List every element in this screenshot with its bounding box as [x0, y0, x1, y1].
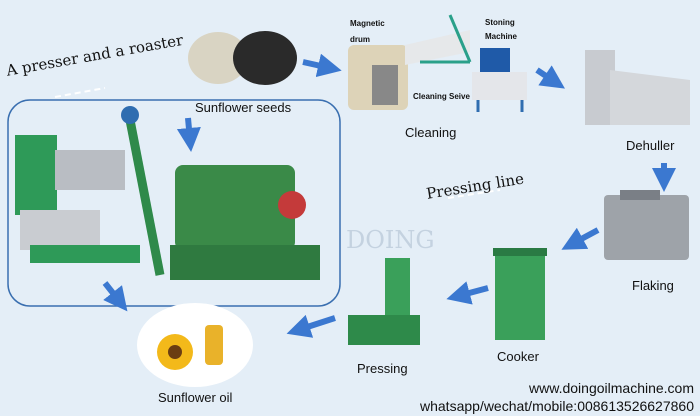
label-cleaning: Cleaning — [405, 125, 457, 140]
oil-presser-machine — [15, 135, 140, 263]
label-sunflower-oil: Sunflower oil — [158, 390, 233, 405]
sunflower-oil-image — [137, 303, 253, 387]
flaking-machine — [604, 190, 689, 260]
flow-arrows — [102, 53, 676, 338]
contact-phone: whatsapp/wechat/mobile:008613526627860 — [420, 398, 694, 414]
label-cleaning-seive: Cleaning Seive — [413, 92, 470, 101]
label-stoning-machine: Stoning Machine — [485, 18, 518, 41]
label-flaking: Flaking — [632, 278, 674, 293]
label-pressing: Pressing — [357, 361, 408, 376]
magnetic-drum-machine — [348, 45, 408, 110]
cleaning-seive-machine — [405, 14, 472, 65]
label-dehuller: Dehuller — [626, 138, 675, 153]
website-text: www.doingoilmachine.com — [529, 380, 694, 396]
sunflower-seeds-image — [188, 31, 297, 85]
label-sunflower-seeds: Sunflower seeds — [195, 100, 292, 115]
elevator-conveyor — [121, 106, 165, 276]
label-cooker: Cooker — [497, 349, 539, 364]
watermark: DOING — [346, 226, 435, 254]
stoning-machine — [472, 48, 527, 112]
roaster-machine — [170, 165, 320, 280]
pressing-machine — [348, 258, 420, 345]
cooker-machine — [493, 248, 547, 340]
label-magnetic-drum: Magnetic drum — [350, 19, 385, 44]
dehuller-machine — [585, 50, 690, 125]
